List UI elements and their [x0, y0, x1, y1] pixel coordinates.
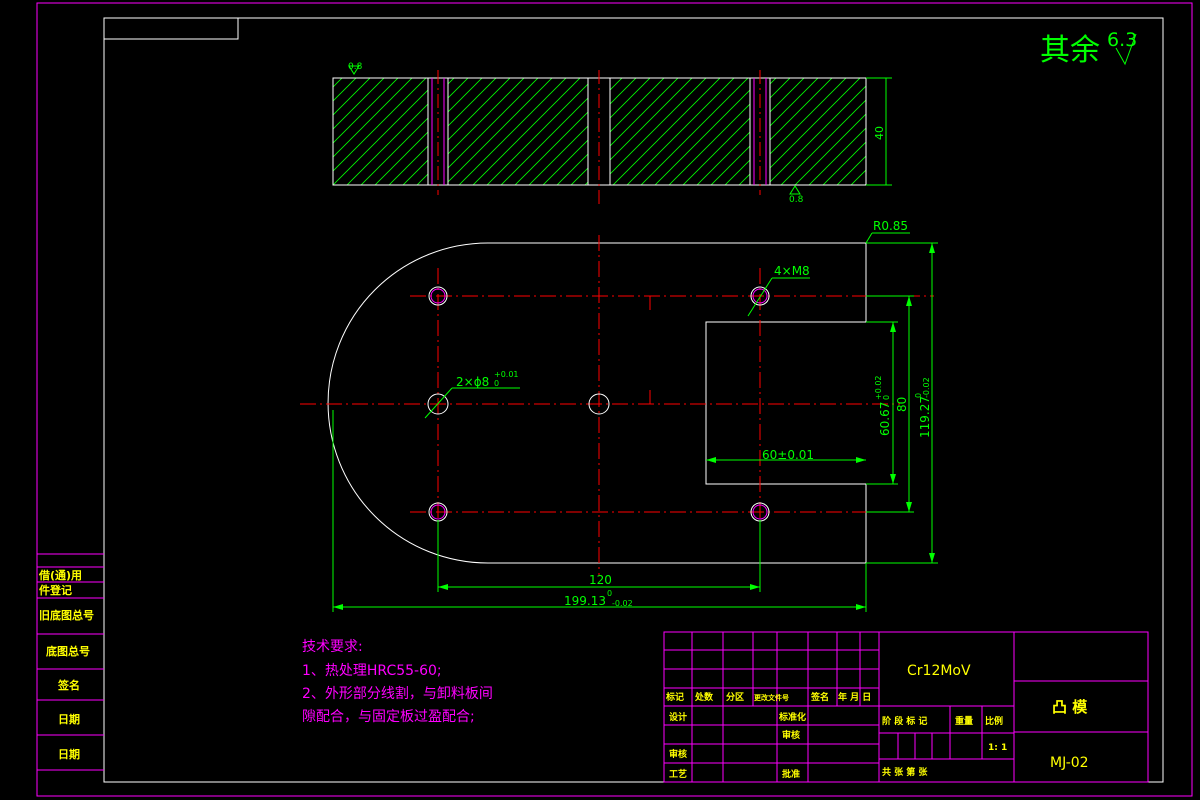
pin-hole-tol-upper: +0.01	[494, 370, 519, 379]
side-row-1: 借(通)用	[38, 568, 82, 582]
plan-view: R0.85 4×M8 2×ϕ8 +0.01 0 60±0.01 60.67 +0…	[300, 219, 938, 612]
scale-value: 1: 1	[988, 743, 1007, 753]
pin-hole-center	[588, 393, 610, 415]
slot-height-tol-upper: +0.02	[874, 375, 883, 400]
side-registration-table	[37, 553, 104, 771]
verify-label: 审核	[669, 748, 687, 760]
overall-height-tol-lower: -0.02	[922, 377, 931, 398]
slot-width-label: 60±0.01	[762, 448, 814, 462]
slot-height-label: 60.67	[878, 402, 892, 436]
side-row-3: 旧底图总号	[39, 608, 94, 622]
scale-header: 比例	[985, 715, 1003, 727]
thickness-dimension: 40	[873, 126, 886, 140]
tech-req-line-1: 1、热处理HRC55-60;	[302, 663, 442, 679]
outer-border	[36, 2, 1193, 797]
stage-header: 阶 段 标 记	[882, 715, 927, 727]
slot-height-tol-lower: 0	[882, 395, 891, 400]
other-roughness-label: 其余	[1040, 33, 1100, 68]
rev-header-count: 处数	[694, 691, 714, 703]
drawing-number: MJ-02	[1050, 755, 1089, 771]
rev-header-mark: 标记	[665, 691, 684, 703]
top-left-box	[103, 17, 239, 40]
other-roughness-note: 其余 6.3	[1040, 29, 1137, 68]
sheet-count: 共 张 第 张	[882, 766, 928, 778]
weight-header: 重量	[955, 715, 973, 727]
side-row-2: 件登记	[39, 583, 72, 597]
top-roughness-value: 0.8	[348, 62, 363, 72]
process-label: 工艺	[669, 768, 687, 780]
approve-label: 批准	[782, 768, 800, 780]
rev-header-doc: 更改文件号	[754, 693, 789, 702]
top-roughness-icon	[348, 65, 360, 75]
pin-hole-tol-lower: 0	[494, 379, 499, 388]
side-row-6: 日期	[58, 712, 80, 726]
tech-req-line-2: 2、外形部分线割，与卸料板间	[302, 685, 493, 702]
rev-header-zone: 分区	[726, 691, 744, 703]
design-label: 设计	[669, 711, 687, 723]
thread-hole-top-right	[750, 286, 770, 306]
side-row-7: 日期	[58, 747, 80, 761]
hole-spacing-v-label: 80	[895, 397, 909, 412]
title-block: 标记 处数 分区 更改文件号 签名 年 月 日 设计 标准化 审核 审核 工艺 …	[663, 631, 1149, 783]
part-name: 凸 模	[1052, 698, 1088, 716]
overall-length-tol-upper: 0	[607, 589, 612, 598]
hole-spacing-h-label: 120	[589, 573, 612, 587]
pin-hole-left	[427, 393, 449, 415]
pin-hole-label: 2×ϕ8	[456, 375, 489, 389]
tech-req-title: 技术要求:	[302, 639, 363, 655]
roughness-symbol-icon	[1115, 33, 1137, 66]
material-value: Cr12MoV	[907, 663, 971, 679]
side-row-5: 签名	[57, 678, 80, 692]
rev-header-sign: 签名	[810, 691, 829, 703]
inner-border	[103, 17, 1164, 783]
check-label: 审核	[782, 729, 800, 741]
overall-height-tol-upper: 0	[914, 393, 923, 398]
thread-hole-top-left	[428, 286, 448, 306]
overall-length-tol-lower: -0.02	[612, 599, 633, 608]
tech-req-line-3: 隙配合，与固定板过盈配合;	[302, 709, 475, 725]
section-view: 40 0.8 0.8	[332, 62, 892, 205]
overall-length-label: 199.13	[564, 594, 606, 608]
overall-height-label: 119.27	[918, 396, 932, 438]
bottom-roughness-icon	[789, 185, 801, 195]
bottom-roughness-value: 0.8	[789, 195, 804, 205]
standardize-label: 标准化	[778, 711, 806, 723]
thread-label: 4×M8	[774, 264, 810, 278]
corner-radius-label: R0.85	[873, 219, 908, 233]
other-roughness-value: 6.3	[1107, 29, 1137, 51]
rev-header-date: 年 月 日	[838, 691, 871, 703]
side-row-4: 底图总号	[46, 644, 90, 658]
